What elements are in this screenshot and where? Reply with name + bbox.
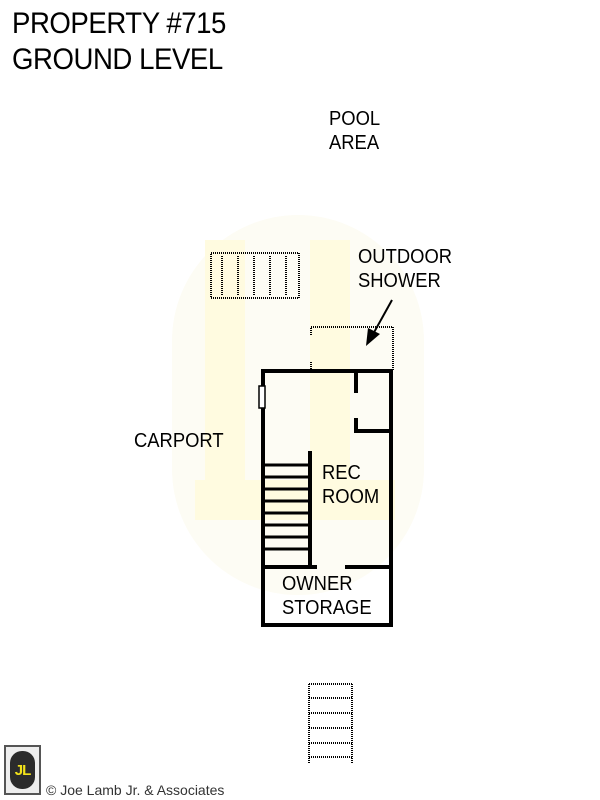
logo-text: JL xyxy=(14,761,31,779)
page-title-line1: PROPERTY #715 xyxy=(12,7,226,40)
outdoor-shower-label-line1: OUTDOOR xyxy=(358,246,453,268)
building-walls xyxy=(261,369,393,627)
upper-deck-stairs xyxy=(210,252,300,299)
owner-storage-label-line2: STORAGE xyxy=(282,597,372,619)
pool-area-label-line1: POOL xyxy=(329,108,381,130)
interior-stairs xyxy=(265,463,309,551)
carport-label: CARPORT xyxy=(134,430,224,452)
rec-room-label-line1: REC xyxy=(322,462,361,484)
company-logo: JL xyxy=(4,745,41,795)
rec-room-label-line2: ROOM xyxy=(322,486,380,508)
pool-area-label-line2: AREA xyxy=(329,132,380,154)
outdoor-shower-enclosure xyxy=(310,326,394,370)
outdoor-shower-arrow xyxy=(366,299,393,346)
window xyxy=(258,385,266,409)
page-title-line2: GROUND LEVEL xyxy=(12,43,223,76)
logo-badge: JL xyxy=(10,751,35,789)
copyright-text: © Joe Lamb Jr. & Associates xyxy=(46,782,225,798)
lower-entry-stairs xyxy=(308,683,353,764)
outdoor-shower-label-line2: SHOWER xyxy=(358,270,441,292)
owner-storage-label-line1: OWNER xyxy=(282,573,353,595)
